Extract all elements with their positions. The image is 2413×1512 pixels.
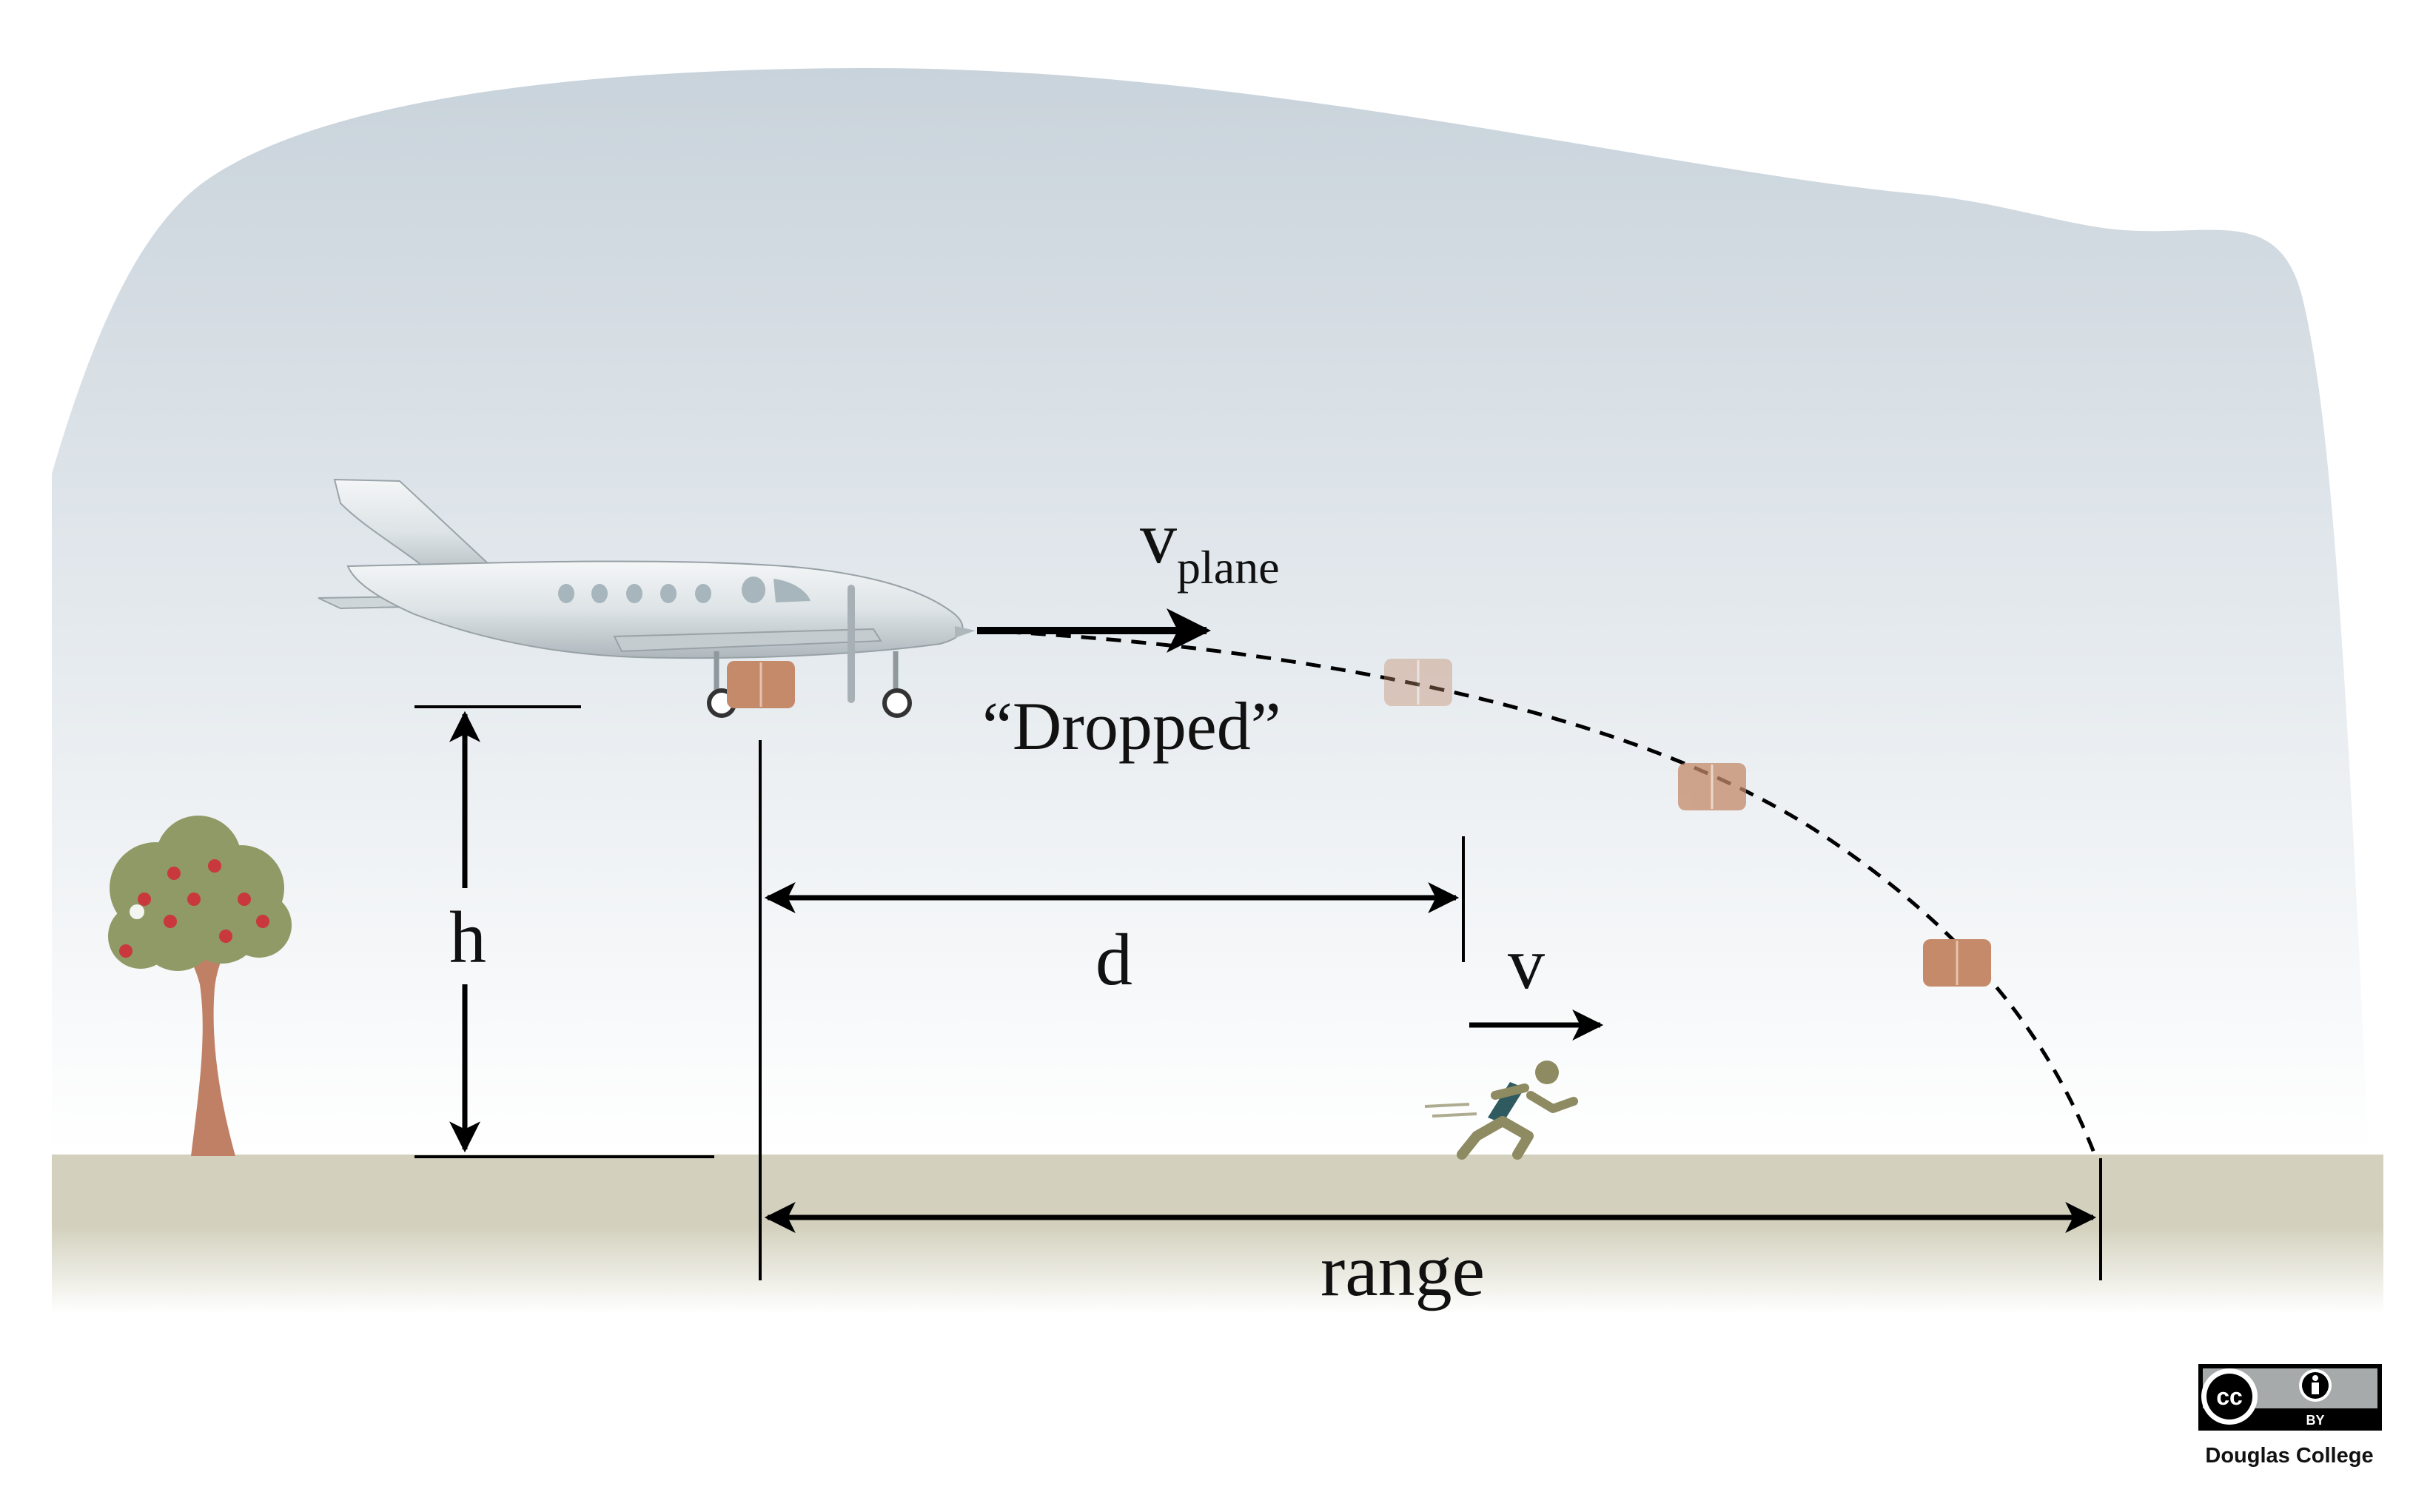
- package-icon: [1678, 763, 1746, 810]
- v-plane-label: vplane: [1140, 497, 1280, 594]
- package-icon: [1384, 659, 1452, 706]
- cc-symbol: cc: [2216, 1383, 2243, 1410]
- sky-background: [52, 68, 2369, 1155]
- height-label: h: [449, 896, 486, 978]
- dropped-label: “Dropped”: [982, 688, 1281, 764]
- range-dimension: [764, 1158, 2102, 1280]
- ground-strip: [52, 1155, 2383, 1314]
- cc-by-badge-icon: cc BY: [2198, 1364, 2382, 1431]
- runner-velocity-label: v: [1508, 922, 1545, 1004]
- package-icon: [727, 661, 795, 708]
- v-plane-subscript: plane: [1177, 541, 1280, 594]
- trajectory-path: [980, 628, 2097, 1155]
- attribution-text: Douglas College: [2205, 1444, 2373, 1468]
- package-icon: [1923, 939, 1991, 987]
- v-plane-main: v: [1140, 497, 1177, 579]
- cc-by-text: BY: [2306, 1413, 2324, 1428]
- airplane-icon: [318, 478, 976, 718]
- distance-d-label: d: [1095, 918, 1132, 1001]
- running-person-icon: [1424, 1061, 1578, 1160]
- height-dimension: [415, 705, 714, 1158]
- range-label: range: [1320, 1229, 1485, 1311]
- distance-d-dimension: [764, 836, 1465, 962]
- tree-icon: [108, 816, 292, 1156]
